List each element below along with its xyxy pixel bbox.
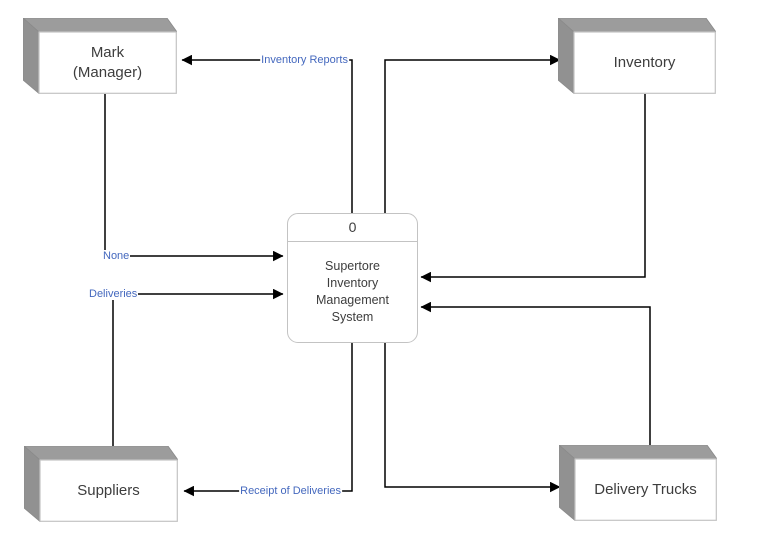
entity-mark-manager[interactable]: Mark (Manager) [23,18,177,94]
process-id: 0 [288,214,417,242]
flow-inventory-reports-line[interactable] [181,54,353,213]
entity-label-suppliers: Suppliers [77,481,140,499]
flow-process-to-inventory-line[interactable] [384,54,561,213]
flow-label-none[interactable]: None [102,250,131,262]
process-0-supertore-ims[interactable]: 0 Supertore Inventory Management System [287,213,418,343]
flow-label-receipt-of-deliveries[interactable]: Receipt of Deliveries [239,485,342,497]
entity-3d-box [24,446,178,522]
flow-inventory-to-process-line[interactable] [420,94,646,283]
entity-3d-box [23,18,177,94]
entity-label-mark-manager: Mark (Manager) [72,44,143,81]
entity-suppliers[interactable]: Suppliers [24,446,178,522]
flow-process-to-delivery-trucks-line[interactable] [384,343,561,493]
entity-3d-box [558,18,716,94]
flow-deliveries-line[interactable] [112,288,284,460]
flow-delivery-trucks-to-process-line[interactable] [420,301,651,446]
entity-delivery-trucks[interactable]: Delivery Trucks [559,445,717,521]
flow-receipt-of-deliveries-line[interactable] [183,343,353,497]
entity-3d-box [559,445,717,521]
flow-label-inventory-reports[interactable]: Inventory Reports [260,54,349,66]
flow-none-line[interactable] [104,94,284,262]
entity-inventory[interactable]: Inventory [558,18,716,94]
flow-label-deliveries[interactable]: Deliveries [88,288,139,300]
entity-label-inventory: Inventory [613,53,676,71]
process-name: Supertore Inventory Management System [316,259,389,324]
entity-label-delivery-trucks: Delivery Trucks [594,480,697,498]
